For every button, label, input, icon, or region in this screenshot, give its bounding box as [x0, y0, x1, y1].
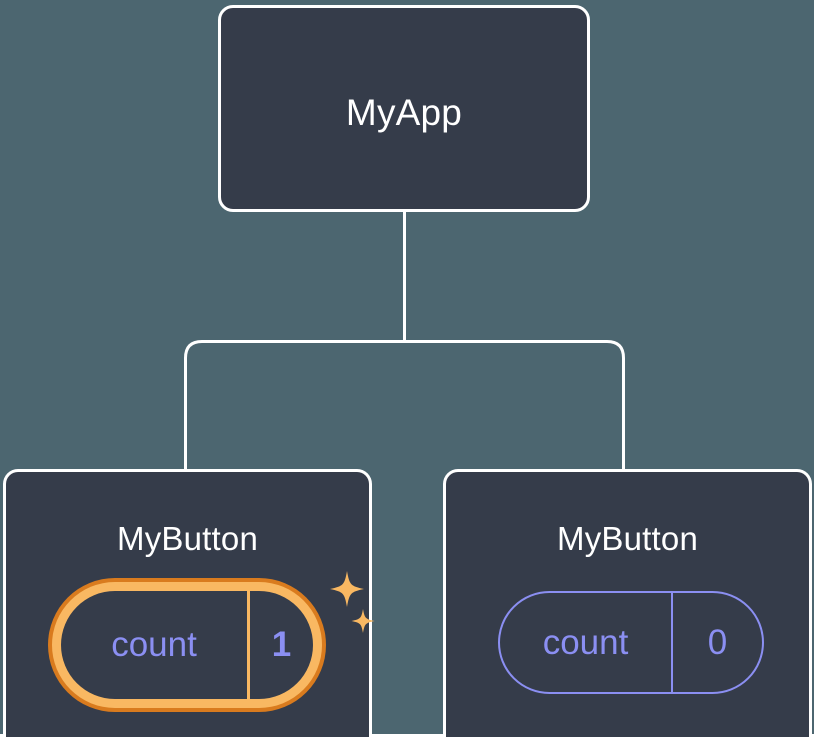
node-myapp[interactable]: MyApp — [218, 5, 590, 212]
state-pill-key-cell: count — [500, 593, 671, 692]
node-mybutton-left[interactable]: MyButton count 1 — [3, 469, 375, 737]
state-pill-core: count 1 — [61, 591, 313, 699]
node-myapp-label: MyApp — [345, 92, 463, 133]
state-pill-count-plain[interactable]: count 0 — [498, 591, 764, 694]
state-pill-value-cell: 0 — [671, 593, 762, 692]
state-pill-value-cell: 1 — [247, 591, 313, 699]
node-mybutton-right[interactable]: MyButton count 0 — [443, 469, 812, 737]
state-pill-left-wrapper: count 1 — [48, 578, 326, 712]
state-value-label: 0 — [707, 622, 728, 662]
state-pill-right-wrapper: count 0 — [498, 591, 764, 694]
state-key-label: count — [542, 622, 629, 662]
sparkle-group — [330, 571, 375, 633]
node-mybutton-right-label: MyButton — [557, 520, 698, 557]
state-pill-key-cell: count — [61, 591, 247, 699]
connector-branch-bus — [184, 340, 625, 470]
state-pill-inner-ring: count 1 — [52, 582, 322, 708]
state-pill-count-highlighted[interactable]: count 1 — [48, 578, 326, 712]
sparkle-small-icon — [351, 609, 375, 633]
state-key-label: count — [111, 625, 197, 664]
node-mybutton-left-label: MyButton — [117, 520, 258, 557]
state-value-label: 1 — [271, 625, 292, 664]
sparkle-large-icon — [330, 571, 364, 607]
